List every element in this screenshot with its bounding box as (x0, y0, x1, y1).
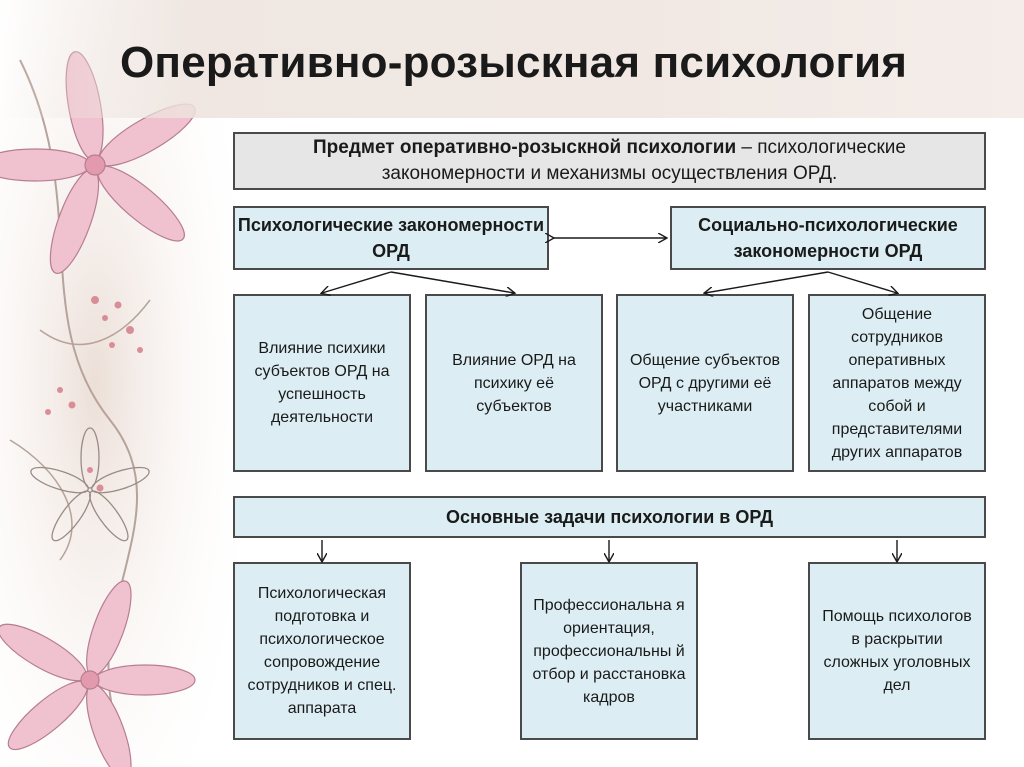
task-crime-solving-help-box: Помощь психологов в раскрытии сложных уг… (808, 562, 986, 740)
subject-term: Предмет оперативно-розыскной психологии (313, 137, 737, 158)
task-professional-orientation-box: Профессиональна я ориентация, профессион… (520, 562, 698, 740)
task-psych-training-text: Психологическая подготовка и психологиче… (247, 585, 397, 717)
title-band (0, 0, 1024, 118)
influence-of-psyche-box: Влияние психики субъектов ОРД на успешно… (233, 294, 411, 472)
social-psychological-patterns-box: Социально-психологические закономерности… (670, 206, 986, 270)
influence-of-ord-box: Влияние ОРД на психику её субъектов (425, 294, 603, 472)
communication-of-subjects-text: Общение субъектов ОРД с другими её участ… (629, 351, 781, 415)
communication-of-staff-text: Общение сотрудников оперативных аппарато… (831, 305, 963, 461)
subject-definition: – психологические закономерности и механ… (381, 137, 906, 184)
main-tasks-box: Основные задачи психологии в ОРД (233, 496, 986, 538)
task-professional-orientation-text: Профессиональна я ориентация, профессион… (532, 596, 686, 706)
page-title: Оперативно-розыскная психология (120, 38, 908, 87)
psychological-patterns-label: Психологические закономерности ОРД (237, 215, 545, 261)
psychological-patterns-box: Психологические закономерности ОРД (233, 206, 549, 270)
task-psych-training-box: Психологическая подготовка и психологиче… (233, 562, 411, 740)
arrow-social-to-leaf4 (827, 271, 897, 293)
arrow-social-to-leaf3 (705, 271, 829, 293)
influence-of-psyche-text: Влияние психики субъектов ОРД на успешно… (254, 340, 390, 426)
communication-of-subjects-box: Общение субъектов ОРД с другими её участ… (616, 294, 794, 472)
task-crime-solving-help-text: Помощь психологов в раскрытии сложных уг… (822, 608, 972, 694)
arrow-psych-to-leaf2 (390, 271, 514, 293)
social-psychological-patterns-label: Социально-психологические закономерности… (698, 215, 958, 261)
communication-of-staff-box: Общение сотрудников оперативных аппарато… (808, 294, 986, 472)
subject-definition-box: Предмет оперативно-розыскной психологии … (233, 132, 986, 190)
influence-of-ord-text: Влияние ОРД на психику её субъектов (452, 351, 576, 415)
main-tasks-label: Основные задачи психологии в ОРД (445, 507, 774, 527)
arrow-psych-to-leaf1 (322, 271, 392, 293)
